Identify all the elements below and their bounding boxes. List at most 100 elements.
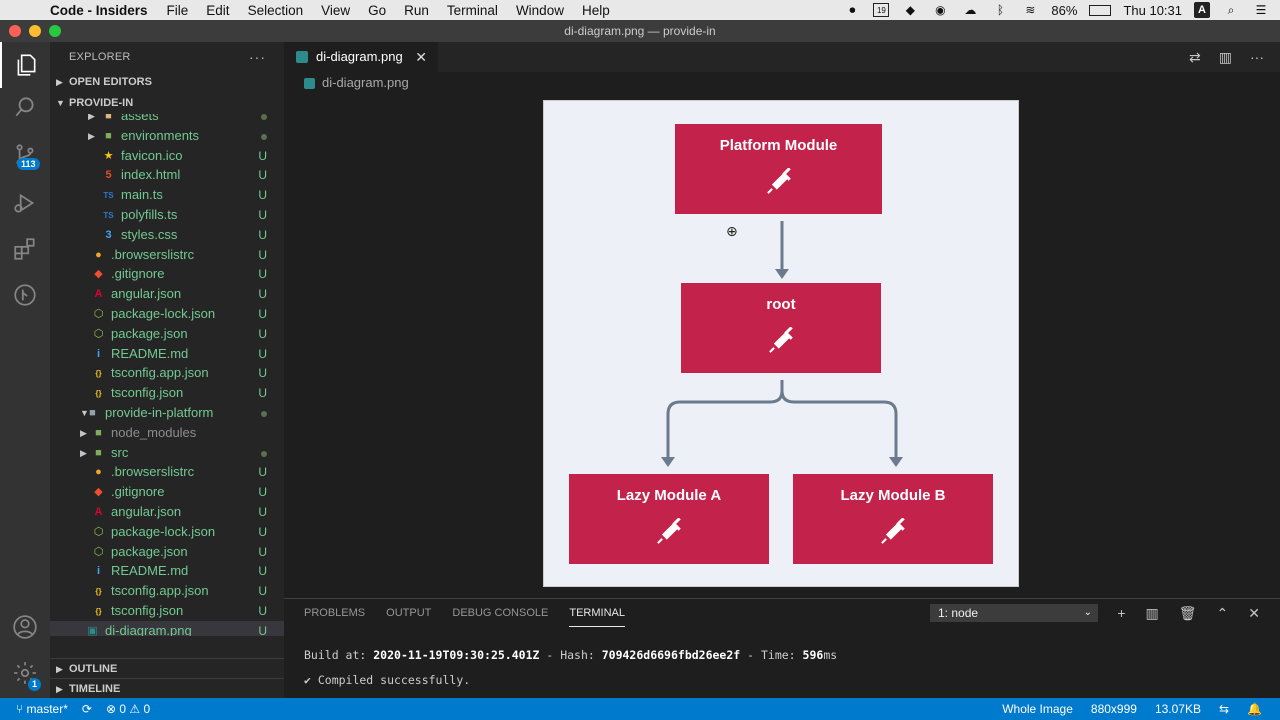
breadcrumb-item[interactable]: di-diagram.png <box>322 75 409 90</box>
terminal-output[interactable]: Build at: 2020-11-19T09:30:25.401Z - Has… <box>304 643 837 718</box>
tab-problems[interactable]: PROBLEMS <box>304 607 366 619</box>
image-preview[interactable]: Platform Module root Lazy Module A Lazy … <box>543 100 1019 587</box>
star-file-icon: ★ <box>103 149 114 162</box>
kill-terminal-icon[interactable]: 🗑 <box>1178 605 1197 621</box>
tree-item[interactable]: ▶■environments <box>50 126 284 146</box>
project-root-section[interactable]: ▼ PROVIDE-IN <box>50 93 284 114</box>
git-graph-icon[interactable] <box>0 272 50 318</box>
bluetooth-icon[interactable]: ᛒ <box>996 3 1005 17</box>
tree-item[interactable]: ▼■provide-in-platform <box>50 403 284 423</box>
more-actions-icon[interactable]: ··· <box>1250 49 1264 65</box>
notification-center-icon[interactable]: ☰ <box>1255 3 1267 17</box>
tab-di-diagram[interactable]: di-diagram.png ✕ <box>284 42 438 72</box>
clock[interactable]: Thu 10:31 <box>1123 2 1182 18</box>
zoom-mode[interactable]: Whole Image <box>1002 702 1073 716</box>
menu-window[interactable]: Window <box>515 2 564 18</box>
battery-icon[interactable] <box>1089 4 1112 16</box>
branch-indicator[interactable]: ⑂ master* <box>16 702 68 716</box>
accounts-icon[interactable] <box>0 604 50 650</box>
root-module-box: root <box>681 283 881 373</box>
wifi-icon[interactable]: ≋ <box>1025 3 1036 17</box>
menu-run[interactable]: Run <box>404 2 429 18</box>
close-icon[interactable]: ✕ <box>415 49 427 65</box>
tree-item-label: index.html <box>121 167 181 183</box>
breadcrumb[interactable]: di-diagram.png <box>284 72 1280 94</box>
menu-edit[interactable]: Edit <box>206 2 230 18</box>
explorer-icon[interactable] <box>0 42 50 88</box>
extensions-icon[interactable] <box>0 226 50 272</box>
close-window-button[interactable] <box>9 25 21 37</box>
run-debug-icon[interactable] <box>0 180 50 226</box>
battery-percent[interactable]: 86% <box>1051 2 1078 18</box>
tree-item[interactable]: ▶■assets <box>50 114 284 126</box>
cat-icon[interactable]: ☁ <box>964 3 977 17</box>
tree-item-label: tsconfig.json <box>111 603 184 618</box>
terminal-select[interactable]: 1: node ⌄ <box>930 604 1098 622</box>
menu-view[interactable]: View <box>321 2 351 18</box>
problems-indicator[interactable]: ⊗ 0 ⚠ 0 <box>105 702 151 716</box>
tree-item-label: package.json <box>111 325 188 341</box>
source-control-icon[interactable]: 113 <box>0 132 50 178</box>
more-actions-icon[interactable]: ··· <box>249 49 266 65</box>
user-icon[interactable]: A <box>1194 2 1210 18</box>
menu-selection[interactable]: Selection <box>247 2 304 18</box>
screen-record-icon[interactable]: ⏺ <box>849 2 856 17</box>
minimize-window-button[interactable] <box>29 25 41 37</box>
app-name-menu[interactable]: Code - Insiders <box>50 2 148 18</box>
menu-go[interactable]: Go <box>368 2 387 18</box>
zoom-window-button[interactable] <box>49 25 61 37</box>
menu-terminal[interactable]: Terminal <box>446 2 498 18</box>
open-changes-icon[interactable]: ⇄ <box>1189 49 1201 65</box>
chevron-right-icon: ▶ <box>56 77 63 87</box>
spotlight-search-icon[interactable]: ⌕ <box>1227 2 1235 17</box>
timeline-section[interactable]: ▶ TIMELINE <box>50 678 284 698</box>
onepassword-icon[interactable]: ◉ <box>935 3 946 17</box>
close-panel-icon[interactable]: ✕ <box>1248 605 1260 621</box>
sync-icon[interactable]: ⟳ <box>81 702 92 716</box>
tree-item[interactable]: ▶■node_modules <box>50 423 284 443</box>
tree-item[interactable]: ▶■src <box>50 443 284 463</box>
open-editors-section[interactable]: ▶ OPEN EDITORS <box>50 72 284 93</box>
tab-terminal[interactable]: TERMINAL <box>569 599 625 627</box>
maximize-panel-icon[interactable]: ⌃ <box>1216 605 1229 621</box>
settings-gear-icon[interactable]: 1 <box>0 650 50 696</box>
build-hash: 709426d6696fbd26ee2f <box>601 648 741 662</box>
calendar-icon[interactable]: 19 <box>873 3 890 17</box>
search-icon[interactable] <box>0 84 50 130</box>
notifications-bell-icon[interactable]: 🔔 <box>1247 702 1262 716</box>
split-editor-icon[interactable]: ▥ <box>1218 49 1232 65</box>
tab-debug-console[interactable]: DEBUG CONSOLE <box>452 607 549 619</box>
split-terminal-icon[interactable]: ▥ <box>1145 605 1159 621</box>
tab-output[interactable]: OUTPUT <box>386 607 432 619</box>
folder-open-file-icon: ■ <box>89 407 96 419</box>
dropbox-icon[interactable]: ◆ <box>905 3 916 17</box>
new-terminal-icon[interactable]: + <box>1117 605 1126 621</box>
menu-file[interactable]: File <box>166 2 189 18</box>
tree-item-label: src <box>111 444 129 460</box>
outline-section[interactable]: ▶ OUTLINE <box>50 658 284 678</box>
live-share-icon[interactable]: ⇆ <box>1218 702 1230 716</box>
menu-help[interactable]: Help <box>581 2 610 18</box>
